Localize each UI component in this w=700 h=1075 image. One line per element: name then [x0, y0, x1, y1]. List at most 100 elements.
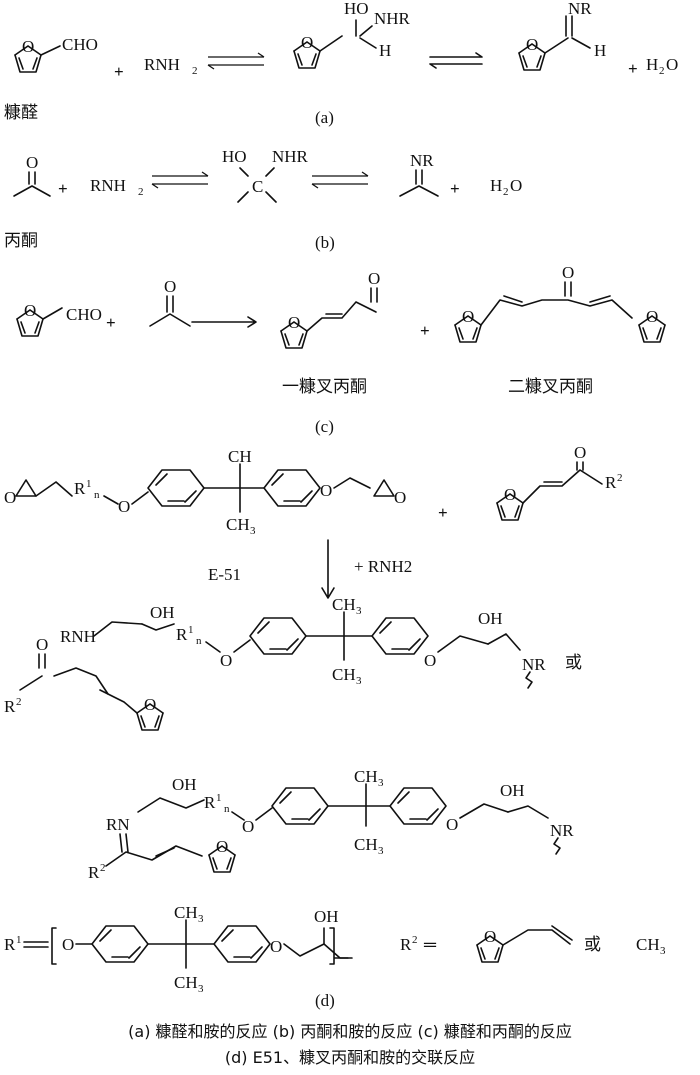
svg-text:CHO: CHO [66, 305, 102, 324]
svg-text:CHO: CHO [62, 35, 98, 54]
svg-text:O: O [220, 651, 232, 670]
svg-text:O: O [26, 153, 38, 172]
svg-text:(c): (c) [315, 417, 334, 436]
svg-text:CH: CH [228, 447, 252, 466]
svg-text:NHR: NHR [272, 147, 309, 166]
svg-text:RNH: RNH [144, 55, 180, 74]
svg-text:n: n [94, 489, 100, 501]
svg-text:1: 1 [86, 478, 92, 490]
svg-text:O: O [164, 277, 176, 296]
svg-text:O: O [368, 269, 380, 288]
svg-text:(a): (a) [315, 108, 334, 127]
svg-text:R: R [176, 625, 188, 644]
svg-text:OH: OH [172, 775, 197, 794]
svg-text:NR: NR [522, 655, 546, 674]
svg-text:2: 2 [659, 65, 665, 77]
svg-text:R: R [74, 479, 86, 498]
svg-text:2: 2 [16, 696, 22, 708]
svg-text:+: + [58, 179, 68, 198]
svg-text:3: 3 [198, 913, 204, 925]
svg-text:NR: NR [568, 0, 592, 18]
svg-text:C: C [252, 177, 263, 196]
svg-text:CH: CH [174, 973, 198, 992]
svg-text:OH: OH [314, 907, 339, 926]
svg-text:H: H [490, 176, 502, 195]
svg-text:NHR: NHR [374, 9, 411, 28]
reaction-c: O CHO + O O O + O O O 一糠叉丙酮 二糠叉丙酮 (c) [16, 263, 666, 436]
svg-text:O: O [62, 935, 74, 954]
svg-text:R: R [88, 863, 100, 882]
svg-text:+: + [628, 59, 638, 78]
svg-text:丙酮: 丙酮 [4, 231, 38, 251]
svg-text:n: n [224, 803, 230, 815]
svg-text:RNH: RNH [90, 176, 126, 195]
svg-text:CH: CH [226, 515, 250, 534]
svg-text:O: O [462, 307, 474, 326]
reaction-d-reactants: O R 1 n O CH CH 3 O O + O O R 2 E-51 + R… [4, 443, 623, 599]
svg-text:O: O [242, 817, 254, 836]
svg-text:3: 3 [378, 777, 384, 789]
svg-text:O: O [144, 695, 156, 714]
svg-text:3: 3 [356, 605, 362, 617]
svg-text:CH: CH [332, 665, 356, 684]
svg-text:3: 3 [198, 983, 204, 995]
svg-text:O: O [36, 635, 48, 654]
svg-text:H: H [594, 41, 606, 60]
svg-text:H: H [379, 41, 391, 60]
svg-text:2: 2 [138, 186, 144, 198]
svg-text:O: O [562, 263, 574, 282]
svg-text:R: R [605, 473, 617, 492]
svg-text:OH: OH [150, 603, 175, 622]
svg-text:OH: OH [500, 781, 525, 800]
svg-text:1: 1 [216, 792, 222, 804]
svg-text:3: 3 [250, 525, 256, 537]
svg-text:2: 2 [617, 472, 623, 484]
svg-text:+: + [438, 503, 448, 522]
svg-text:3: 3 [660, 945, 666, 957]
svg-text:2: 2 [100, 862, 106, 874]
caption-line-2: (d) E51、糠叉丙酮和胺的交联反应 [224, 1048, 476, 1067]
svg-text:NR: NR [550, 821, 574, 840]
reaction-d-product-1: O RNH OH R 1 n O CH 3 CH 3 O OH NR 或 R 2… [4, 595, 582, 731]
svg-text:(d): (d) [315, 991, 335, 1010]
svg-text:1: 1 [188, 624, 194, 636]
svg-text:O: O [4, 488, 16, 507]
svg-text:一糠叉丙酮: 一糠叉丙酮 [282, 376, 367, 397]
svg-text:O: O [288, 313, 300, 332]
svg-text:+: + [420, 321, 430, 340]
svg-text:HO: HO [344, 0, 369, 18]
svg-text:NR: NR [410, 151, 434, 170]
svg-text:+: + [106, 313, 116, 332]
svg-text:R: R [204, 793, 216, 812]
svg-text:3: 3 [356, 675, 362, 687]
svg-text:O: O [526, 35, 538, 54]
svg-text:2: 2 [192, 65, 198, 77]
svg-text:糠醛: 糠醛 [4, 102, 38, 123]
substituent-definitions: R 1 O CH 3 CH 3 O OH R 2 ═ O 或 CH 3 (d) [4, 903, 666, 1010]
svg-text:CH: CH [354, 767, 378, 786]
svg-text:1: 1 [16, 934, 22, 946]
svg-text:O: O [666, 55, 678, 74]
svg-text:O: O [301, 33, 313, 52]
svg-text:═: ═ [423, 935, 437, 954]
svg-text:+ RNH2: + RNH2 [354, 557, 412, 576]
reaction-b: O + RNH 2 HO NHR C NR + H 2 O 丙酮 (b) [4, 147, 522, 252]
svg-text:O: O [446, 815, 458, 834]
svg-text:O: O [394, 488, 406, 507]
svg-text:或: 或 [584, 935, 601, 955]
svg-text:+: + [114, 62, 124, 81]
svg-text:HO: HO [222, 147, 247, 166]
svg-text:O: O [216, 837, 228, 856]
svg-text:(b): (b) [315, 233, 335, 252]
svg-text:O: O [24, 301, 36, 320]
svg-text:E-51: E-51 [208, 565, 241, 584]
svg-text:O: O [574, 443, 586, 462]
svg-text:H: H [646, 55, 658, 74]
svg-text:OH: OH [478, 609, 503, 628]
svg-text:CH: CH [636, 935, 660, 954]
svg-text:O: O [484, 927, 496, 946]
caption-line-1: (a) 糠醛和胺的反应 (b) 丙酮和胺的反应 (c) 糠醛和丙酮的反应 [128, 1022, 572, 1041]
svg-text:O: O [504, 485, 516, 504]
svg-text:O: O [22, 37, 34, 56]
